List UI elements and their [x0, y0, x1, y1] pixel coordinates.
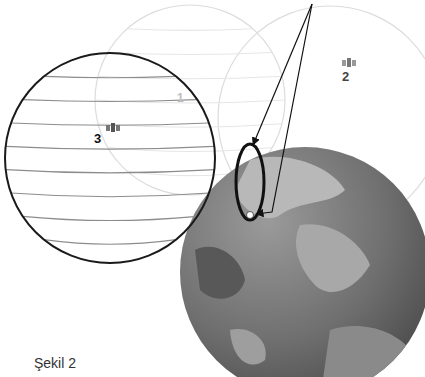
intersection-ring: [236, 144, 264, 220]
leader-line: [253, 4, 312, 145]
earth-continents: [195, 157, 410, 377]
latitude-line: [11, 123, 209, 125]
sphere-1-latitudes: [95, 29, 285, 176]
satellite-3: [106, 123, 120, 132]
callout-number: 1: [177, 92, 184, 104]
callout-number: 3: [94, 132, 101, 145]
sphere-3-latitudes: [6, 76, 215, 244]
figure-caption: Şekil 2: [34, 356, 76, 370]
latitude-line: [23, 100, 198, 102]
position-point: [247, 212, 254, 219]
latitude-line: [6, 170, 215, 173]
latitude-line: [6, 146, 215, 149]
latitude-line: [44, 76, 176, 77]
latitude-line: [108, 53, 273, 55]
latitude-line: [23, 216, 198, 220]
latitude-line: [127, 29, 253, 31]
callout-number: 2: [342, 70, 349, 83]
latitude-line: [44, 240, 176, 245]
sphere-3: [5, 53, 215, 263]
leader-line: [256, 4, 312, 214]
latitude-line: [11, 193, 209, 197]
satellite-2: [342, 58, 356, 67]
